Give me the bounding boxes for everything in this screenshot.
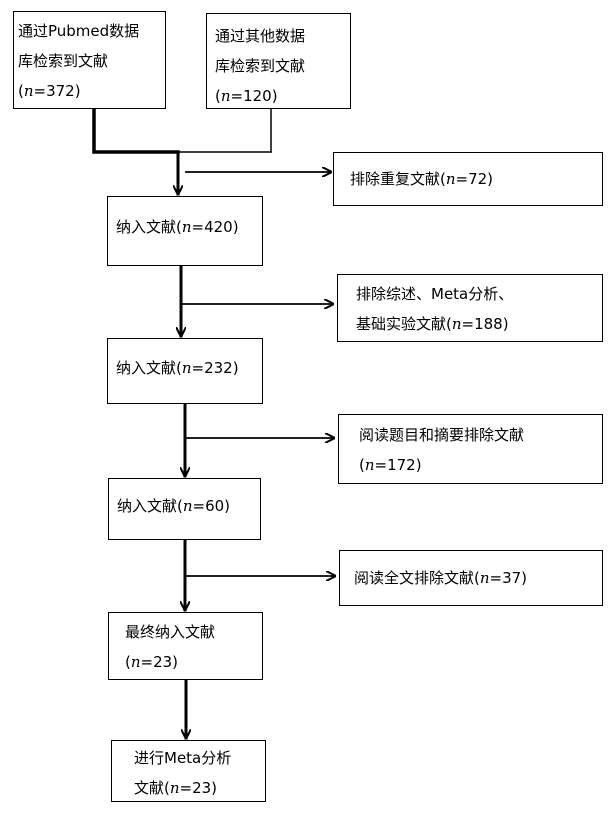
final-box-count: (n=23) [125,653,179,671]
pubmed-box-count: (n=372) [18,82,81,100]
meta-analysis-box: 进行Meta分析 文献(n=23) [111,740,266,802]
exclude-abstracts-box: 阅读题目和摘要排除文献 (n=172) [338,414,603,484]
exclude-reviews-line1: 排除综述、Meta分析、 [356,285,514,303]
include1-text: 纳入文献(n=420) [116,218,239,236]
exclude-fulltext-text: 阅读全文排除文献(n=37) [354,569,528,587]
pubmed-box-line2: 库检索到文献 [18,52,109,70]
exclude-reviews-box: 排除综述、Meta分析、 基础实验文献(n=188) [337,274,603,342]
include-box-2: 纳入文献(n=232) [107,338,263,404]
other-box-count: (n=120) [215,87,278,105]
include2-text: 纳入文献(n=232) [116,359,239,377]
final-box-line1: 最终纳入文献 [125,623,216,641]
meta-box-count: 文献(n=23) [134,779,218,797]
include3-text: 纳入文献(n=60) [117,497,231,515]
merge-connector-left [92,107,180,154]
exclude-abstracts-line1: 阅读题目和摘要排除文献 [359,426,525,444]
exclude-duplicates-text: 排除重复文献(n=72) [350,170,494,188]
other-box-line1: 通过其他数据 [215,27,306,45]
exclude-abstracts-count: (n=172) [359,456,422,474]
exclude-fulltext-box: 阅读全文排除文献(n=37) [339,550,603,606]
other-box-line2: 库检索到文献 [215,57,306,75]
meta-box-line1: 进行Meta分析 [134,749,232,767]
exclude-duplicates-box: 排除重复文献(n=72) [333,152,603,206]
other-database-box: 通过其他数据 库检索到文献 (n=120) [206,13,351,109]
final-include-box: 最终纳入文献 (n=23) [108,612,263,680]
pubmed-box-line1: 通过Pubmed数据 [18,22,140,40]
include-box-1: 纳入文献(n=420) [107,196,263,266]
pubmed-search-box: 通过Pubmed数据 库检索到文献 (n=372) [13,11,166,109]
include-box-3: 纳入文献(n=60) [108,478,261,540]
exclude-reviews-count: 基础实验文献(n=188) [356,315,509,333]
